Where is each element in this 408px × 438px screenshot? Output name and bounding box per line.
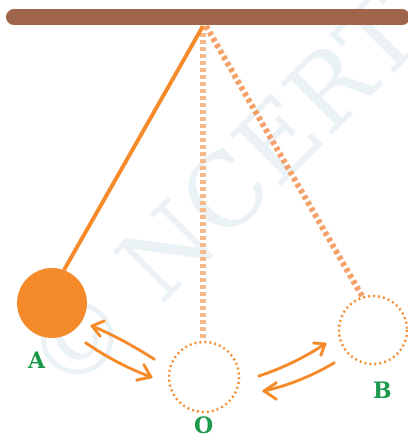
bob-A [17, 268, 87, 338]
arrows-A-O [84, 319, 156, 382]
arrow-O-to-A [90, 324, 156, 361]
bob-O [167, 340, 241, 414]
arrow-O-to-B-head [312, 341, 327, 357]
label-A: A [27, 348, 46, 374]
bob-B [337, 294, 408, 366]
arrow-O-to-A-head [90, 319, 106, 338]
string-to-B [203, 24, 365, 298]
arrow-A-to-O [84, 341, 153, 379]
label-B: B [373, 378, 392, 404]
label-O: O [194, 413, 213, 438]
arrow-O-to-B [257, 342, 327, 378]
arrow-B-to-O [262, 361, 336, 393]
arrow-B-to-O-head [262, 381, 278, 401]
string-to-A [62, 25, 205, 271]
arrows-O-B [257, 341, 336, 401]
arrow-A-to-O-head [135, 363, 153, 382]
